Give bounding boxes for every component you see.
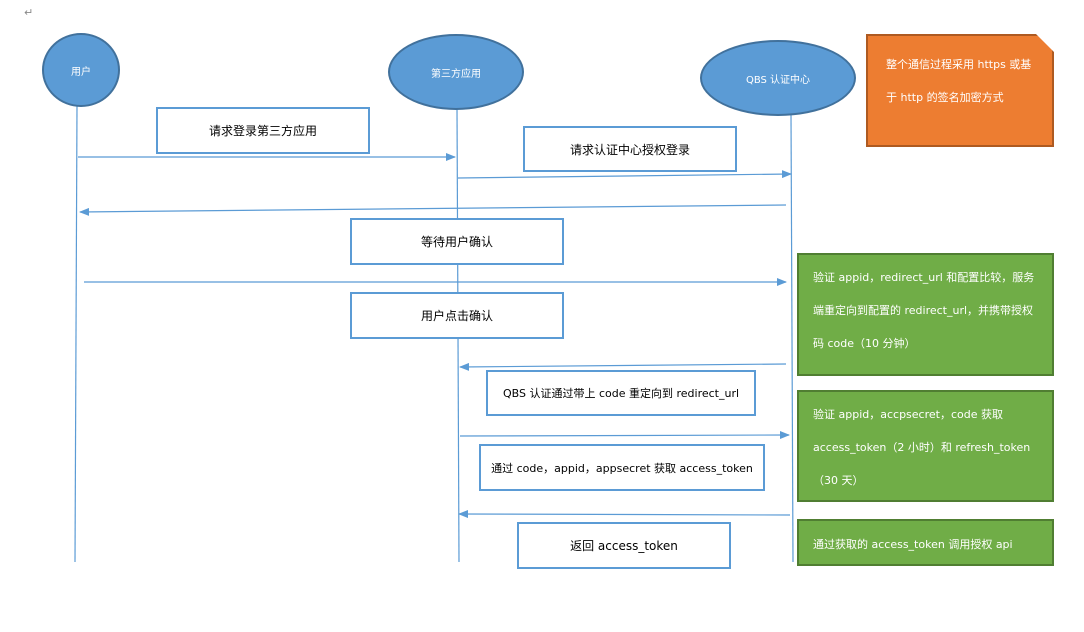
arrow-third-party-to-auth	[457, 170, 792, 179]
message-request-login: 请求登录第三方应用	[156, 107, 370, 154]
arrow-auth-to-user	[79, 204, 787, 216]
message-user-confirm: 用户点击确认	[350, 292, 564, 339]
message-redirect-with-code: QBS 认证通过带上 code 重定向到 redirect_url	[486, 370, 756, 416]
arrow-auth-to-third-party-token	[458, 510, 791, 519]
note-https: 整个通信过程采用 https 或基于 http 的签名加密方式	[866, 34, 1054, 147]
note-verify-secret: 验证 appid，accpsecret，code 获取 access_token…	[797, 390, 1054, 502]
message-get-access-token: 通过 code，appid，appsecret 获取 access_token	[479, 444, 765, 491]
paragraph-mark-icon: ↵	[24, 6, 34, 19]
message-wait-confirm: 等待用户确认	[350, 218, 564, 265]
note-verify-redirect: 验证 appid，redirect_url 和配置比较，服务端重定向到配置的 r…	[797, 253, 1054, 376]
actor-third-party-label: 第三方应用	[431, 68, 481, 80]
lifeline-auth-center	[790, 113, 794, 563]
lifeline-user	[74, 105, 78, 563]
actor-user: 用户	[42, 33, 120, 107]
arrow-third-party-to-auth-token	[459, 431, 790, 440]
note-fold-corner	[1036, 34, 1054, 52]
actor-auth-center: QBS 认证中心	[700, 40, 856, 116]
actor-user-label: 用户	[71, 66, 91, 78]
message-return-token: 返回 access_token	[517, 522, 731, 569]
note-call-api: 通过获取的 access_token 调用授权 api	[797, 519, 1054, 566]
actor-third-party: 第三方应用	[388, 34, 524, 110]
actor-auth-center-label: QBS 认证中心	[745, 74, 811, 86]
arrow-auth-to-third-party-code	[459, 362, 787, 371]
message-request-auth: 请求认证中心授权登录	[523, 126, 737, 172]
